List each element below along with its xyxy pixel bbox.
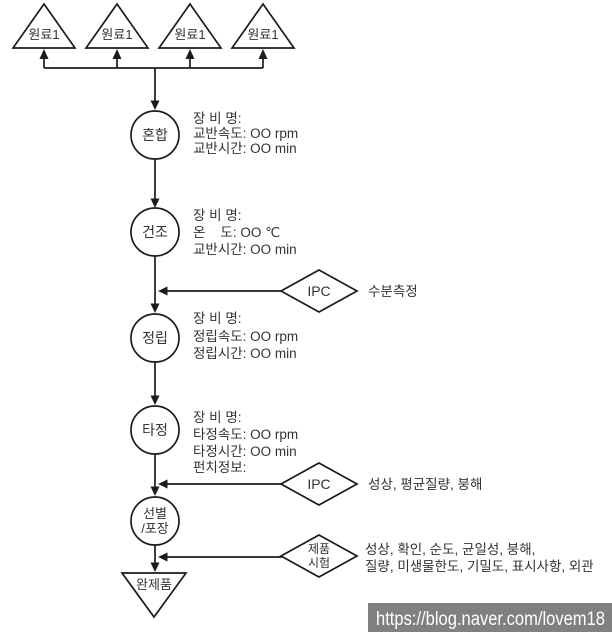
step-detail-line: 장 비 명:: [193, 311, 242, 326]
step-label-sizing: 정립: [142, 330, 168, 346]
step-sizing: 정립 장 비 명: 정립속도: OO rpm 정립시간: OO min: [130, 311, 298, 363]
arrowheads: [39, 49, 268, 572]
step-label-sorting: 선별: [143, 506, 167, 521]
raw-material-triangle-4: [230, 2, 296, 49]
arrowhead-up: [258, 49, 268, 59]
product-test-label-line2: 시험: [308, 556, 330, 570]
step-tableting: 타정 장 비 명: 타정속도: OO rpm 타정시간: OO min 펀치정보…: [130, 405, 298, 475]
arrowhead-up: [39, 49, 49, 59]
product-test-note-line: 질량, 미생물한도, 기밀도, 표시사항, 외관: [365, 559, 594, 574]
raw-material-label: 원료1: [247, 27, 278, 42]
ipc-diamond-2: [279, 462, 359, 506]
ipc-note: 수분측정: [368, 284, 418, 299]
arrowhead-down: [150, 303, 160, 313]
raw-material-label: 원료1: [174, 27, 205, 42]
product-test-note-line: 성상, 확인, 순도, 균일성, 붕해,: [365, 542, 535, 557]
step-detail-line: 교반속도: OO rpm: [193, 126, 298, 141]
raw-material-triangle-2: [84, 2, 150, 49]
process-circle-sorting-packaging: [130, 496, 180, 546]
step-detail-line: 펀치정보:: [193, 460, 246, 475]
process-circle-tableting: [130, 405, 180, 455]
step-detail-line: 장 비 명:: [193, 410, 242, 425]
product-test-diamond: [279, 534, 359, 578]
raw-material-triangle-1: [11, 2, 77, 49]
watermark: https://blog.naver.com/lovem18: [368, 603, 612, 632]
step-detail-line: 교반시간: OO min: [193, 141, 297, 156]
step-mixing: 혼합 장 비 명: 교반속도: OO rpm 교반시간: OO min: [130, 110, 298, 160]
process-circle-sizing: [130, 313, 180, 363]
arrowhead-down: [150, 486, 160, 496]
product-test: 제품 시험 성상, 확인, 순도, 균일성, 붕해, 질량, 미생물한도, 기밀…: [279, 534, 594, 578]
step-label-drying: 건조: [142, 224, 168, 240]
connectors: [43, 57, 282, 564]
process-circle-drying: [130, 207, 180, 257]
step-detail-line: 타정시간: OO min: [193, 444, 297, 459]
ipc-note: 성상, 평균질량, 붕해: [368, 477, 482, 492]
raw-material-label: 원료1: [101, 27, 132, 42]
step-drying: 건조 장 비 명: 온 도: OO ℃ 교반시간: OO min: [130, 207, 297, 257]
raw-materials: 원료1 원료1 원료1 원료1: [11, 2, 296, 49]
step-label-mixing: 혼합: [142, 127, 168, 143]
ipc-check-2: IPC 성상, 평균질량, 붕해: [279, 462, 482, 506]
arrowhead-down: [150, 395, 160, 405]
raw-material-label: 원료1: [28, 27, 59, 42]
step-label-packaging: /포장: [141, 521, 169, 536]
step-detail-line: 장 비 명:: [193, 111, 242, 126]
step-detail-line: 온 도: OO ℃: [193, 225, 280, 240]
step-sorting-packaging: 선별 /포장: [130, 496, 180, 546]
watermark-url: https://blog.naver.com/lovem18: [376, 609, 605, 630]
step-detail-line: 교반시간: OO min: [193, 242, 297, 257]
raw-material-triangle-3: [157, 2, 223, 49]
arrowhead-up: [112, 49, 122, 59]
arrowhead-up: [185, 49, 195, 59]
ipc-label: IPC: [307, 476, 330, 492]
step-detail-line: 장 비 명:: [193, 208, 242, 223]
final-product-triangle: [120, 572, 188, 619]
arrowhead-left: [158, 286, 168, 296]
step-detail-line: 정립속도: OO rpm: [193, 329, 298, 344]
arrowhead-left: [158, 479, 168, 489]
step-detail-line: 타정속도: OO rpm: [193, 427, 298, 442]
arrowhead-left: [158, 552, 168, 562]
ipc-check-1: IPC 수분측정: [279, 269, 418, 313]
arrowhead-down: [150, 100, 160, 110]
product-test-label-line1: 제품: [308, 542, 330, 556]
arrowhead-down: [150, 562, 160, 572]
process-circle-mixing: [130, 110, 180, 160]
ipc-label: IPC: [307, 283, 330, 299]
arrowhead-down: [150, 198, 160, 208]
final-product: 완제품: [120, 572, 188, 619]
step-detail-line: 정립시간: OO min: [193, 346, 297, 361]
step-label-tableting: 타정: [142, 422, 168, 438]
ipc-diamond-1: [279, 269, 359, 313]
watermark-bar: [368, 603, 612, 632]
final-product-label: 완제품: [136, 577, 172, 592]
